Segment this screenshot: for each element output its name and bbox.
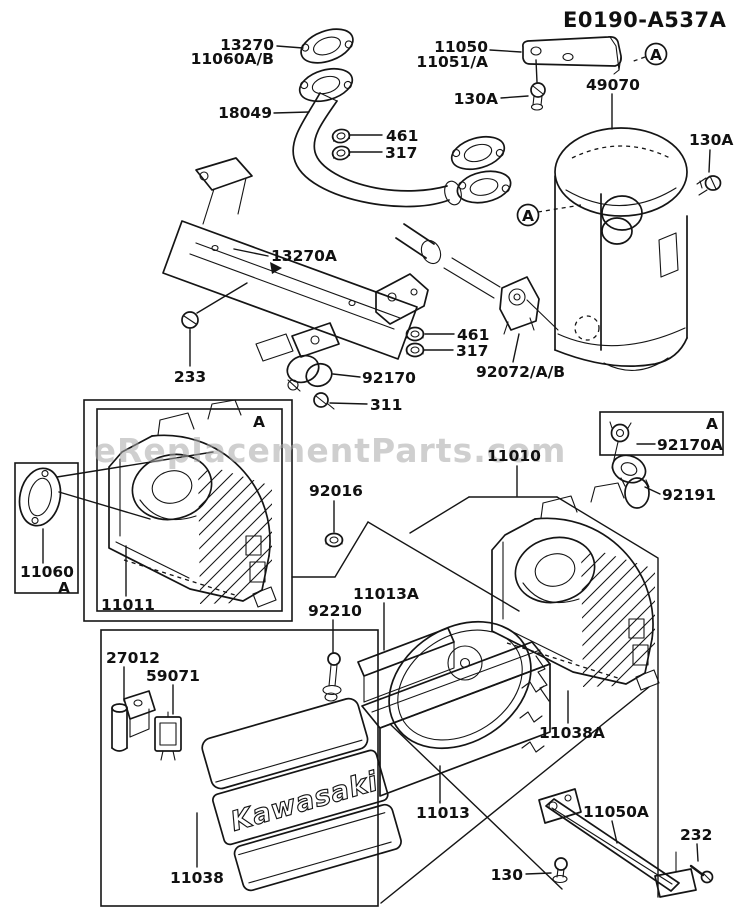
callout-317-mid: 317 <box>456 342 488 360</box>
part-screw-232 <box>689 864 714 884</box>
part-exhaust-pipe-18049 <box>292 92 501 299</box>
inset-marker-box1: A <box>253 413 265 431</box>
callout-49070: 49070 <box>586 76 640 94</box>
inset-boxes <box>14 399 724 907</box>
part-nut-317-top <box>330 144 352 162</box>
callout-130: 130 <box>491 866 524 884</box>
callout-232: 232 <box>680 826 712 844</box>
ref-marker-A-top: A <box>644 42 668 66</box>
leader-lines <box>42 45 711 875</box>
callout-92170A: 92170A <box>657 436 723 454</box>
callout-92210: 92210 <box>308 602 362 620</box>
diagram-code: E0190-A537A <box>563 8 727 32</box>
part-bracket-11050A <box>538 788 697 898</box>
callout-461-top: 461 <box>386 127 418 145</box>
callout-13270A: 13270A <box>271 247 337 265</box>
callout-13270: 13270 <box>220 36 274 54</box>
part-bracket-13270A <box>162 157 429 362</box>
callout-18049: 18049 <box>218 104 272 122</box>
part-clamp-27012 <box>111 690 156 752</box>
callout-92072AB: 92072/A/B <box>476 363 565 381</box>
part-nut-461-top <box>330 127 352 145</box>
callout-11013A: 11013A <box>353 585 419 603</box>
part-frame-11013A <box>357 627 455 703</box>
callout-11013: 11013 <box>416 804 470 822</box>
callout-11011: 11011 <box>101 596 155 614</box>
callout-11050: 11050 <box>434 38 488 56</box>
callout-11038: 11038 <box>170 869 224 887</box>
svg-text:A: A <box>522 207 534 225</box>
part-clip-59071 <box>154 711 182 761</box>
callout-11060AB: 11060A/B <box>191 50 274 68</box>
part-bolt-311 <box>313 392 335 410</box>
part-bolt-130A-top <box>530 82 546 111</box>
callout-11010: 11010 <box>487 447 541 465</box>
inset-marker-11060: A <box>58 579 70 597</box>
part-nut-317-mid <box>405 342 425 358</box>
callout-11060: 11060 <box>20 563 74 581</box>
svg-text:A: A <box>650 46 662 64</box>
callout-130A-top: 130A <box>454 90 498 108</box>
callout-317-top: 317 <box>385 144 417 162</box>
part-cover-11038: Kawasaki <box>201 697 402 892</box>
part-elbow-92191 <box>611 454 650 509</box>
callout-11050A: 11050A <box>583 803 649 821</box>
callout-311: 311 <box>370 396 402 414</box>
part-bolt-130A-right <box>696 175 722 196</box>
callout-11038A: 11038A <box>539 724 605 742</box>
part-bolt-130 <box>552 857 568 884</box>
ref-marker-A-muffler: A <box>516 203 540 227</box>
part-filter-element-11013 <box>361 641 551 797</box>
part-muffler-49070 <box>554 127 688 371</box>
callout-130A-right: 130A <box>689 131 733 149</box>
callout-92191: 92191 <box>662 486 716 504</box>
callout-461-mid: 461 <box>457 326 489 344</box>
inset-marker-box4: A <box>706 415 718 433</box>
callout-27012: 27012 <box>106 649 160 667</box>
part-clamp-92170 <box>286 354 333 392</box>
watermark: eReplacementParts.com <box>94 431 567 470</box>
callout-233: 233 <box>174 368 206 386</box>
callout-59071: 59071 <box>146 667 200 685</box>
callout-92016: 92016 <box>309 482 363 500</box>
callout-92170: 92170 <box>362 369 416 387</box>
part-gasket-11060 <box>18 467 62 527</box>
callout-11051A: 11051/A <box>416 53 488 71</box>
part-bolt-92210 <box>322 652 342 702</box>
part-clamp-92072 <box>499 276 559 335</box>
exploded-view-frame-lines <box>291 496 659 904</box>
part-nut-92016 <box>324 532 344 548</box>
part-bracket-11050 <box>522 36 622 75</box>
part-nut-461-mid <box>405 326 425 342</box>
